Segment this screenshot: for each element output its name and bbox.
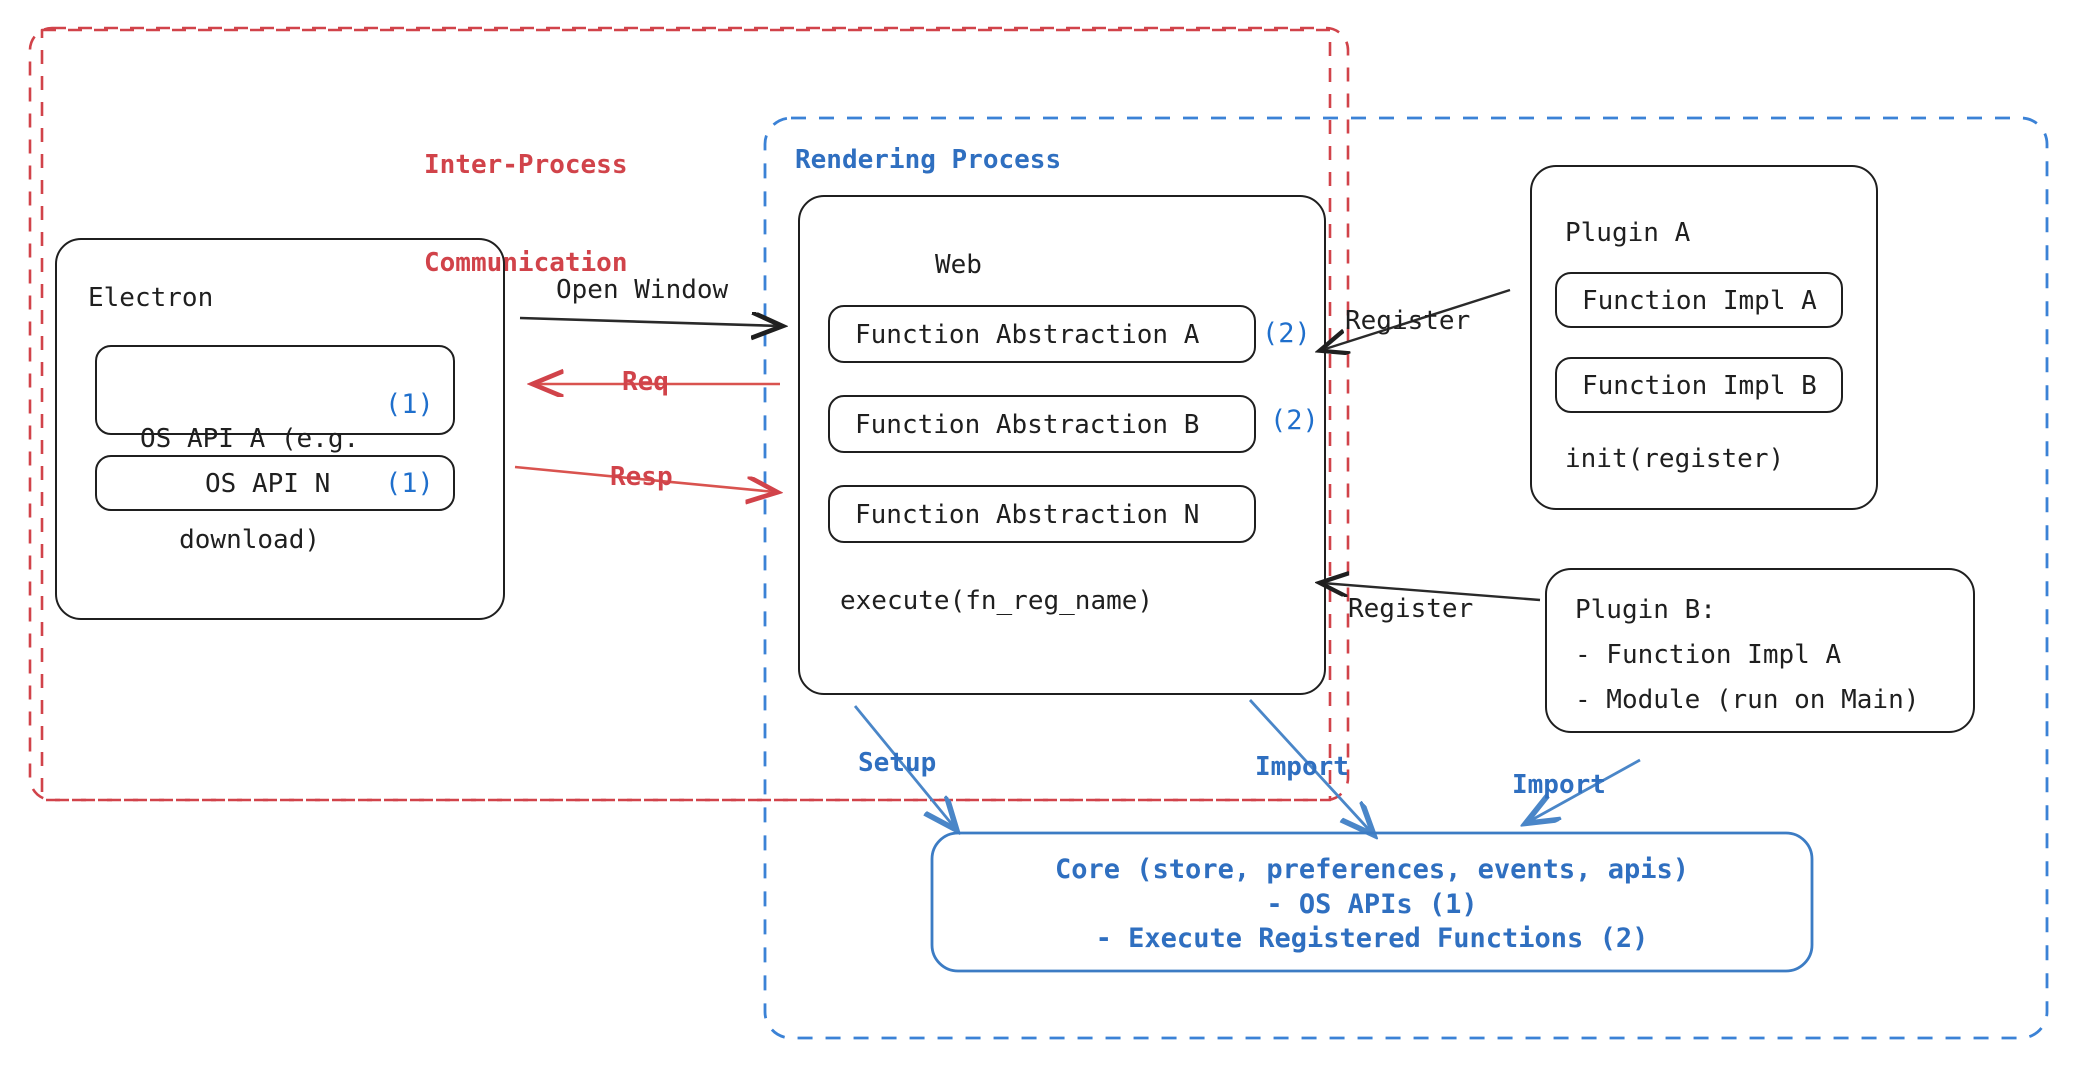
plugin-b-item-0: - Function Impl A <box>1575 640 1842 670</box>
open-window-label: Open Window <box>556 275 729 305</box>
os-api-a-line1: OS API A (e.g. <box>140 423 360 454</box>
function-abstraction-n-label: Function Abstraction N <box>855 500 1200 530</box>
register-a-label: Register <box>1345 306 1471 336</box>
os-api-n-box[interactable] <box>95 455 455 511</box>
core-box[interactable]: Core (store, preferences, events, apis) … <box>932 853 1812 957</box>
function-abstraction-b-marker: (2) <box>1270 405 1319 436</box>
ipc-container-label: Inter-Process Communication <box>424 84 628 344</box>
os-api-n-text: OS API N <box>205 469 331 499</box>
plugin-a-title: Plugin A <box>1565 218 1691 248</box>
function-abstraction-b-box[interactable] <box>828 395 1256 453</box>
function-abstraction-n-box[interactable] <box>828 485 1256 543</box>
register-b-label: Register <box>1348 594 1474 624</box>
plugin-a-impl-b-label: Function Impl B <box>1582 371 1817 401</box>
plugin-a-node[interactable] <box>1530 165 1878 510</box>
import-web-label: Import <box>1255 752 1349 782</box>
plugin-b-item-1: - Module (run on Main) <box>1575 685 1920 715</box>
plugin-a-impl-a-box[interactable] <box>1555 272 1843 328</box>
ipc-label-line2: Communication <box>424 247 628 278</box>
plugin-a-impl-b-box[interactable] <box>1555 357 1843 413</box>
os-api-n-marker: (1) <box>385 468 434 499</box>
plugin-a-impl-a-label: Function Impl A <box>1582 286 1817 316</box>
web-title: Web <box>935 250 982 280</box>
web-execute-label: execute(fn_reg_name) <box>840 586 1154 616</box>
plugin-a-init-label: init(register) <box>1565 444 1785 474</box>
function-abstraction-a-box[interactable] <box>828 305 1256 363</box>
function-abstraction-b-label: Function Abstraction B <box>855 410 1200 440</box>
electron-node[interactable] <box>55 238 505 620</box>
rendering-container-label: Rendering Process <box>795 145 1062 175</box>
electron-title: Electron <box>88 283 214 313</box>
req-label: Req <box>622 367 669 397</box>
plugin-b-title: Plugin B: <box>1575 595 1716 625</box>
os-api-a-text: OS API A (e.g. download) <box>140 355 359 625</box>
setup-label: Setup <box>858 748 937 778</box>
import-plugin-b-label: Import <box>1512 770 1606 800</box>
core-line-2: - OS APIs (1) <box>1266 888 1478 920</box>
ipc-label-line1: Inter-Process <box>424 150 628 180</box>
web-node[interactable] <box>798 195 1326 695</box>
os-api-a-box[interactable] <box>95 345 455 435</box>
resp-label: Resp <box>610 462 673 492</box>
core-line-1: Core (store, preferences, events, apis) <box>1055 854 1689 885</box>
core-line-3: - Execute Registered Functions (2) <box>1095 923 1649 955</box>
function-abstraction-a-marker: (2) <box>1262 318 1311 349</box>
os-api-a-marker: (1) <box>385 389 434 420</box>
os-api-a-line2: download) <box>179 524 321 555</box>
function-abstraction-a-label: Function Abstraction A <box>855 320 1200 350</box>
plugin-b-node[interactable] <box>1545 568 1975 733</box>
